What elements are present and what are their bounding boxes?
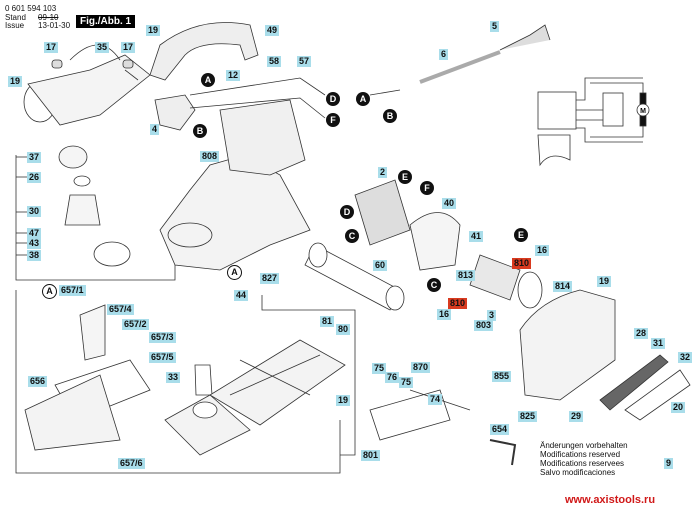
stand-value: 09-10 bbox=[38, 13, 59, 22]
part-label: 76 bbox=[385, 372, 400, 383]
part-label: 41 bbox=[469, 231, 484, 242]
connector-marker: B bbox=[383, 109, 397, 123]
part-label: 814 bbox=[553, 281, 573, 292]
website-link[interactable]: www.axistools.ru bbox=[565, 494, 656, 506]
part-label: 35 bbox=[95, 42, 110, 53]
part-label: 74 bbox=[428, 394, 443, 405]
figure-title: Fig./Abb. 1 bbox=[76, 15, 136, 28]
part-label: 33 bbox=[166, 372, 181, 383]
part-label: 43 bbox=[27, 238, 42, 249]
part-label: 17 bbox=[121, 42, 136, 53]
connector-marker: C bbox=[427, 278, 441, 292]
part-label: 47 bbox=[27, 228, 42, 239]
dust-nozzle-part bbox=[23, 44, 151, 126]
part-label: 17 bbox=[44, 42, 59, 53]
connector-marker: A bbox=[356, 92, 370, 106]
part-label: 6 bbox=[439, 49, 449, 60]
part-label: 657/2 bbox=[122, 319, 149, 330]
part-label: 654 bbox=[490, 424, 510, 435]
part-number: 0 601 594 103 bbox=[5, 4, 57, 13]
part-label: 813 bbox=[456, 270, 476, 281]
part-label: 19 bbox=[597, 276, 612, 287]
part-label: 9 bbox=[664, 458, 674, 469]
part-label: 855 bbox=[492, 371, 512, 382]
part-label: 657/5 bbox=[149, 352, 176, 363]
part-label: 657/1 bbox=[59, 285, 86, 296]
part-label: 657/6 bbox=[118, 458, 145, 469]
part-label: 16 bbox=[535, 245, 550, 256]
part-label-highlight: 810 bbox=[448, 298, 468, 309]
issue-value: 13-01-30 bbox=[38, 21, 71, 30]
part-label: 19 bbox=[146, 25, 161, 36]
part-label: 801 bbox=[361, 450, 381, 461]
connector-marker: E bbox=[514, 228, 528, 242]
part-label: 29 bbox=[569, 411, 584, 422]
connector-marker: E bbox=[398, 170, 412, 184]
connector-marker: F bbox=[326, 113, 340, 127]
part-label: 81 bbox=[320, 316, 335, 327]
connector-marker: A bbox=[227, 265, 242, 280]
part-label: 26 bbox=[27, 172, 42, 183]
part-label: 32 bbox=[678, 352, 693, 363]
part-label: 870 bbox=[411, 362, 431, 373]
part-label: 803 bbox=[474, 320, 494, 331]
connector-marker: B bbox=[193, 124, 207, 138]
part-label: 657/3 bbox=[149, 332, 176, 343]
connector-marker: D bbox=[340, 205, 354, 219]
part-label: 3 bbox=[487, 310, 497, 321]
part-label: 4 bbox=[150, 124, 160, 135]
note-line: Modifications reservees bbox=[540, 459, 625, 468]
part-label: 30 bbox=[27, 206, 42, 217]
part-label: 75 bbox=[372, 363, 387, 374]
connector-marker: F bbox=[420, 181, 434, 195]
part-label: 49 bbox=[265, 25, 280, 36]
part-label: 60 bbox=[373, 260, 388, 271]
wiring-schematic bbox=[537, 77, 650, 167]
part-label: 38 bbox=[27, 250, 42, 261]
part-label: 827 bbox=[260, 273, 280, 284]
motor-symbol: M bbox=[640, 108, 646, 115]
part-label: 16 bbox=[437, 309, 452, 320]
part-label: 656 bbox=[28, 376, 48, 387]
part-label: 19 bbox=[8, 76, 23, 87]
note-line: Salvo modificaciones bbox=[540, 468, 616, 477]
part-label: 31 bbox=[651, 338, 666, 349]
part-label: 808 bbox=[200, 151, 220, 162]
part-label: 20 bbox=[671, 402, 686, 413]
connector-marker: A bbox=[201, 73, 215, 87]
part-label: 37 bbox=[27, 152, 42, 163]
part-label: 75 bbox=[399, 377, 414, 388]
stand-label: Stand bbox=[5, 13, 26, 22]
issue-label: Issue bbox=[5, 21, 25, 30]
part-label: 5 bbox=[490, 21, 500, 32]
connector-marker: D bbox=[326, 92, 340, 106]
connector-marker: A bbox=[42, 284, 57, 299]
part-label: 19 bbox=[336, 395, 351, 406]
part-label: 80 bbox=[336, 324, 351, 335]
modification-notes: Änderungen vorbehalten Modifications res… bbox=[540, 441, 628, 477]
part-label-highlight: 810 bbox=[512, 258, 532, 269]
part-label: 12 bbox=[226, 70, 241, 81]
part-label: 825 bbox=[518, 411, 538, 422]
part-label: 40 bbox=[442, 198, 457, 209]
part-label: 58 bbox=[267, 56, 282, 67]
note-line: Modifications reserved bbox=[540, 450, 621, 459]
part-label: 2 bbox=[378, 167, 388, 178]
connector-marker: C bbox=[345, 229, 359, 243]
part-label: 44 bbox=[234, 290, 249, 301]
note-line: Änderungen vorbehalten bbox=[540, 441, 628, 450]
part-label: 28 bbox=[634, 328, 649, 339]
part-label: 657/4 bbox=[107, 304, 134, 315]
part-label: 57 bbox=[297, 56, 312, 67]
